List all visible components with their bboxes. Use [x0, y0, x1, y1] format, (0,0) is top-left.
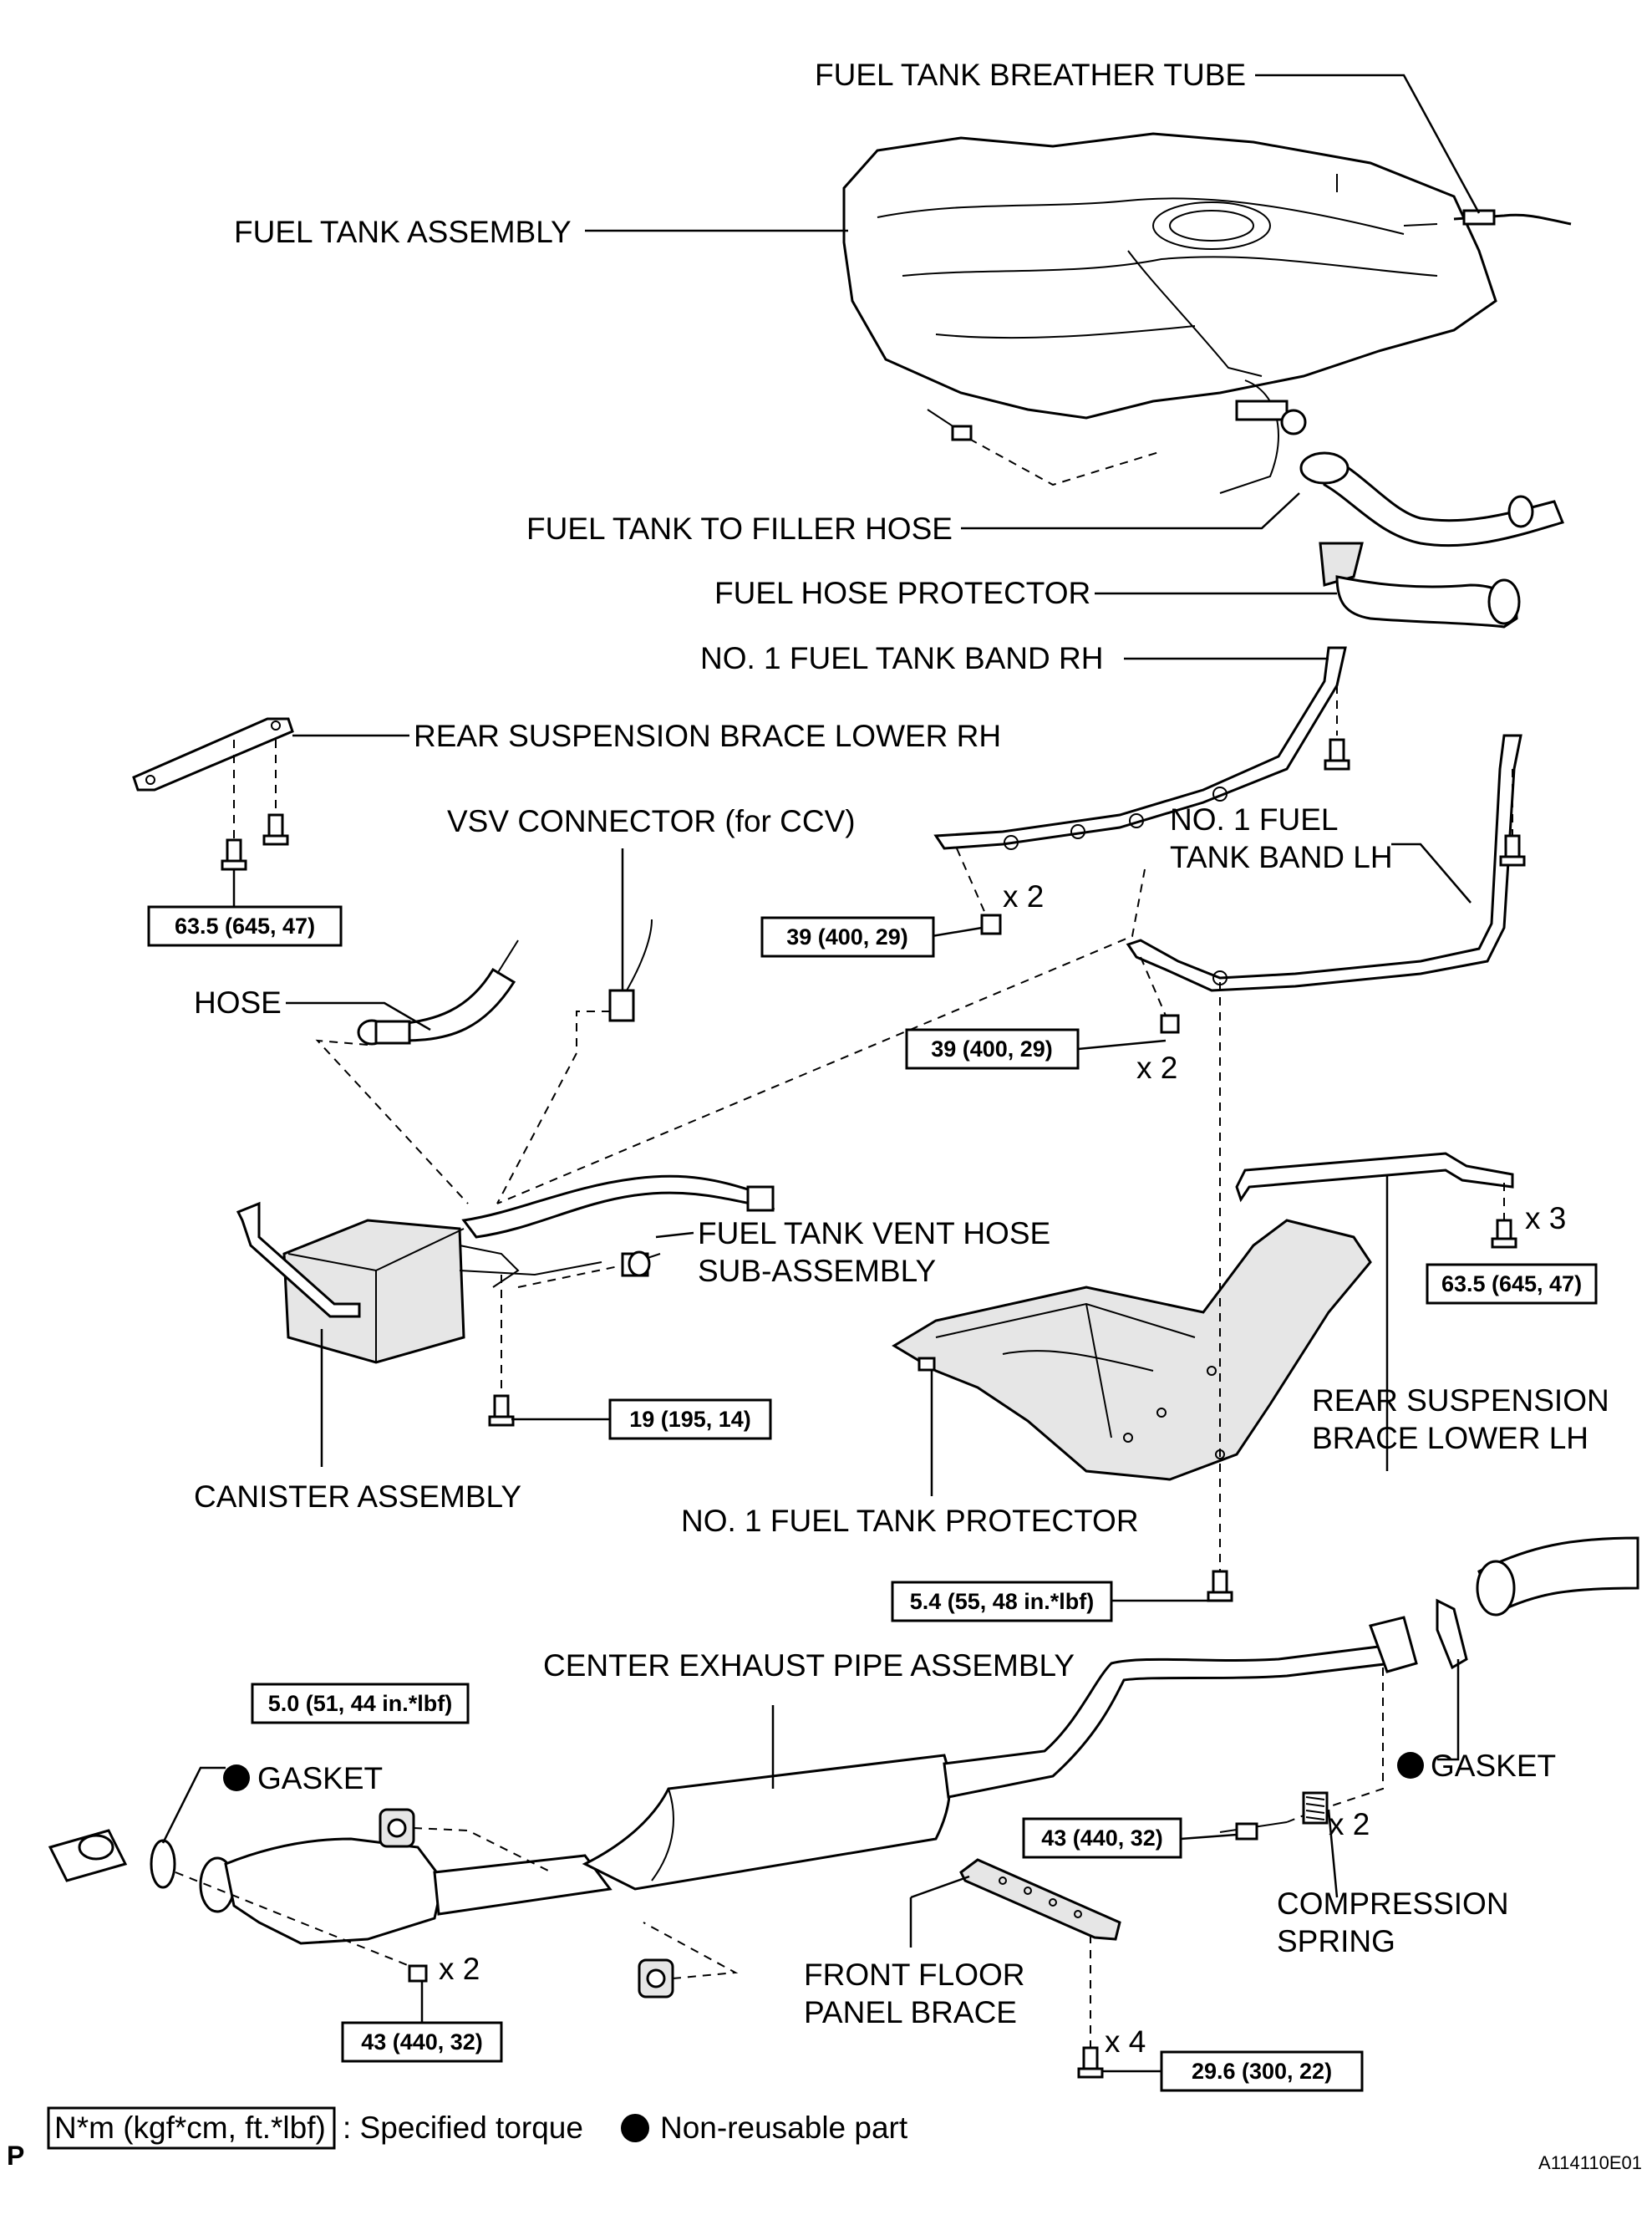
hose-drawing: [357, 939, 519, 1046]
label-vsv-connector: VSV CONNECTOR (for CCV): [447, 804, 856, 838]
label-hose: HOSE: [194, 985, 282, 1020]
spring-bolt-drawing: [1219, 1815, 1304, 1841]
label-brace-rh: REAR SUSPENSION BRACE LOWER RH: [414, 719, 1001, 753]
torque-floor-brace: 29.6 (300, 22): [1192, 2059, 1332, 2084]
band-lh-torque-leader: [1077, 1039, 1167, 1051]
label-hose-protector: FUEL HOSE PROTECTOR: [714, 576, 1090, 610]
qty-brace-lh: x 3: [1525, 1201, 1566, 1235]
torque-box-spring: [1022, 1817, 1182, 1859]
qty-band-lh: x 2: [1136, 1051, 1177, 1085]
torque-box-protector: [891, 1581, 1113, 1622]
label-filler-hose: FUEL TANK TO FILLER HOSE: [526, 512, 953, 546]
label-canister: CANISTER ASSEMBLY: [194, 1479, 521, 1514]
breather-tube-leader: [1255, 74, 1481, 214]
label-vent-hose-line2: SUB-ASSEMBLY: [698, 1254, 936, 1288]
fuel-tank-drawing: [842, 132, 1497, 494]
hose-leader: [286, 1001, 431, 1031]
torque-box-canister: [608, 1398, 772, 1440]
qty-band-rh: x 2: [1003, 879, 1044, 914]
label-spring-line1: COMPRESSION: [1277, 1887, 1509, 1921]
compression-spring-drawing: [1302, 1791, 1339, 1898]
torque-box-brace-lh: [1426, 1263, 1598, 1305]
torque-box-floor-brace: [1160, 2050, 1364, 2092]
nonreusable-dot-left: [223, 1764, 250, 1791]
band-lh-drawing: [1126, 734, 1526, 992]
band-rh-drawing: [933, 646, 1350, 850]
torque-protector: 5.4 (55, 48 in.*lbf): [910, 1589, 1095, 1614]
label-vent-hose-line1: FUEL TANK VENT HOSE: [698, 1216, 1050, 1250]
torque-band-lh: 39 (400, 29): [931, 1036, 1053, 1062]
filler-hose-drawing: [1299, 451, 1565, 547]
torque-canister: 19 (195, 14): [629, 1407, 751, 1432]
torque-exhaust-top: 5.0 (51, 44 in.*lbf): [268, 1691, 453, 1716]
label-gasket-left: GASKET: [257, 1761, 383, 1795]
hose-dashed: [315, 1039, 469, 1204]
floor-brace-drawing: [909, 1858, 1121, 2079]
label-breather-tube: FUEL TANK BREATHER TUBE: [815, 58, 1246, 92]
brace-lh-drawing: [1235, 1152, 1517, 1249]
spring-torque-leader: [1180, 1833, 1238, 1841]
torque-box-band-rh: [760, 916, 935, 958]
exhaust-hanger-middle: [638, 1922, 739, 1999]
canister-drawing: [236, 1174, 775, 1364]
torque-band-rh: 39 (400, 29): [786, 924, 908, 950]
qty-exhaust-bolt: x 2: [439, 1952, 480, 1986]
band-rh-bolt-drawing: [956, 848, 1002, 935]
vent-hose-drawing: [517, 1250, 661, 1288]
qty-spring: x 2: [1329, 1807, 1370, 1841]
label-tank-protector: NO. 1 FUEL TANK PROTECTOR: [681, 1504, 1139, 1538]
torque-spring: 43 (440, 32): [1041, 1825, 1163, 1851]
label-floor-brace-line1: FRONT FLOOR: [804, 1958, 1025, 1992]
figure-id: A114110E01: [1538, 2152, 1642, 2173]
label-spring-line2: SPRING: [1277, 1924, 1395, 1958]
breather-tube-drawing: [1453, 209, 1572, 226]
legend-nonreusable-dot: [621, 2114, 649, 2142]
qty-floor-brace: x 4: [1105, 2024, 1146, 2059]
filler-hose-leader: [961, 492, 1300, 530]
corner-mark: P: [7, 2141, 24, 2171]
legend-torque-unit: N*m (kgf*cm, ft.*lbf): [54, 2111, 326, 2145]
band-to-canister-dashed: [496, 868, 1146, 1204]
band-lh-bolt-drawing: [1140, 956, 1180, 1034]
torque-box-exhaust-bottom: [341, 2021, 503, 2063]
exhaust-left-gasket-drawing: [161, 1766, 428, 2023]
exhaust-hanger-left: [379, 1808, 552, 1873]
canister-bolt-drawing: [488, 1275, 515, 1427]
label-band-lh-line1: NO. 1 FUEL: [1170, 802, 1339, 837]
band-lh-leader: [1391, 843, 1472, 904]
label-band-lh-line2: TANK BAND LH: [1170, 840, 1393, 874]
label-brace-lh-line2: BRACE LOWER LH: [1312, 1421, 1588, 1455]
legend-torque-text: : Specified torque: [343, 2111, 583, 2145]
label-tank-assembly: FUEL TANK ASSEMBLY: [234, 215, 572, 249]
nonreusable-dot-right: [1397, 1752, 1424, 1779]
torque-brace-rh: 63.5 (645, 47): [175, 914, 315, 939]
torque-box-band-lh: [905, 1028, 1080, 1070]
protector-bolt-drawing: [1207, 982, 1233, 1602]
exhaust-right-gasket-drawing: [1319, 1659, 1460, 1810]
label-band-rh: NO. 1 FUEL TANK BAND RH: [700, 641, 1103, 675]
torque-box-exhaust-top: [251, 1683, 470, 1724]
label-floor-brace-line2: PANEL BRACE: [804, 1995, 1017, 2029]
legend-nonreusable-text: Non-reusable part: [660, 2111, 908, 2145]
tank-connector-drawing: [927, 409, 1162, 486]
label-gasket-right: GASKET: [1431, 1749, 1556, 1783]
band-rh-torque-leader: [931, 926, 983, 938]
vsv-connector-drawing: [496, 848, 653, 1204]
hose-protector-drawing: [1319, 542, 1521, 629]
label-brace-lh-line1: REAR SUSPENSION: [1312, 1383, 1609, 1418]
brace-rh-drawing: [132, 717, 294, 871]
torque-exhaust-bottom: 43 (440, 32): [361, 2029, 483, 2055]
label-exhaust-pipe: CENTER EXHAUST PIPE ASSEMBLY: [543, 1648, 1075, 1683]
tank-protector-drawing: [892, 1219, 1372, 1481]
torque-box-brace-rh: [147, 905, 343, 947]
legend-torque-box: [47, 2106, 336, 2150]
vent-hose-leader: [655, 1231, 694, 1239]
torque-brace-lh: 63.5 (645, 47): [1441, 1271, 1582, 1296]
exhaust-pipe-drawing: [48, 1536, 1639, 1945]
